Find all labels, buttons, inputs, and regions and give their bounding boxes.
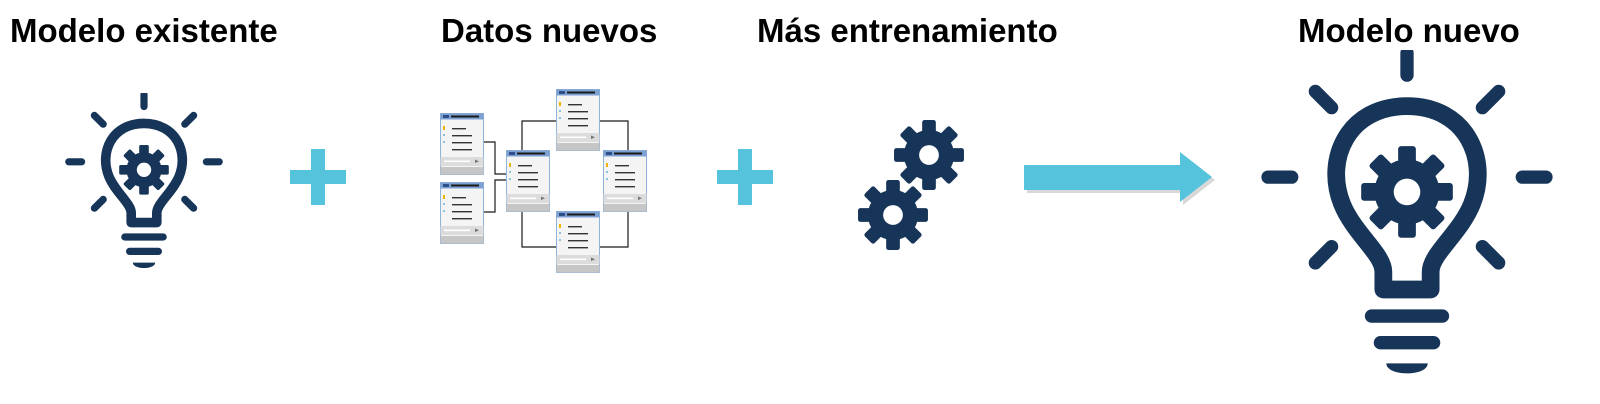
lightbulb-gear-icon [69,95,219,268]
plus-icon [717,149,773,205]
arrow-right-icon [1024,152,1215,205]
database-schema-icon [440,89,647,273]
db-table [603,150,647,212]
step-title-new-model: Modelo nuevo [1298,12,1520,49]
step-title-new-data: Datos nuevos [441,12,658,49]
db-table [556,211,600,273]
db-table [506,150,550,212]
plus-icon [290,149,346,205]
db-table [440,182,484,244]
lightbulb-gear-icon [1268,53,1546,373]
step-title-more-training: Más entrenamiento [757,12,1058,49]
step-title-existing-model: Modelo existente [10,12,278,49]
gears-icon [858,120,964,250]
db-table [440,113,484,175]
db-table [556,89,600,151]
